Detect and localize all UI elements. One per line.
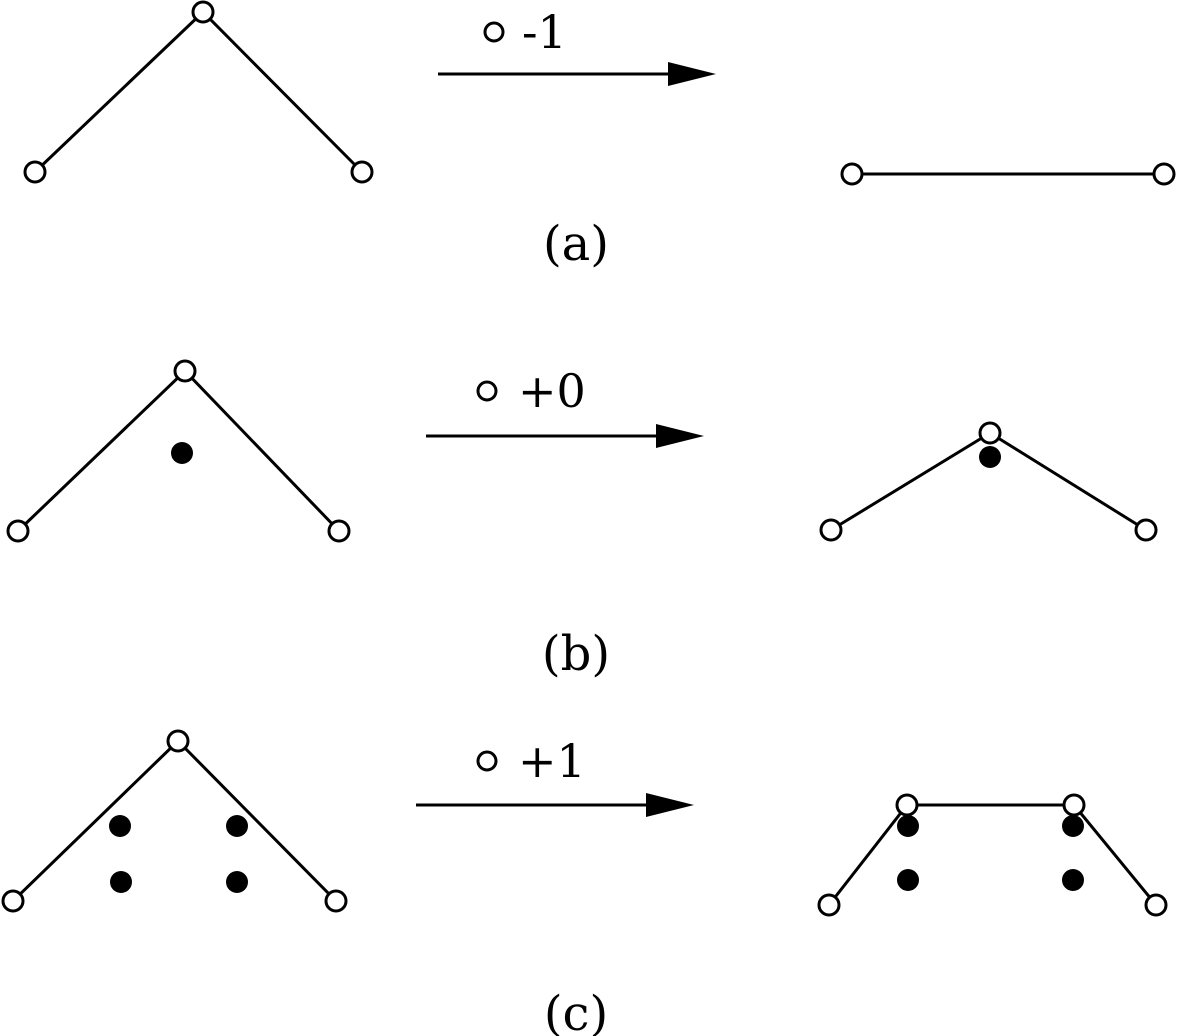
filled-node <box>109 815 131 837</box>
panel-a: -1 (a) <box>23 0 1176 272</box>
caption: (a) <box>543 216 609 272</box>
arrow-label: -1 <box>522 5 567 59</box>
arrow-head-icon <box>646 793 694 817</box>
tree-after <box>827 803 1158 906</box>
open-node-legend <box>476 380 498 402</box>
arrow-head-icon <box>656 424 704 448</box>
open-node <box>819 518 843 542</box>
open-node <box>840 162 864 186</box>
open-node <box>173 359 197 383</box>
arrow-head-icon <box>668 62 716 86</box>
open-node <box>166 729 190 753</box>
tree-before <box>11 738 338 903</box>
open-node-legend <box>483 21 505 43</box>
filled-node <box>171 442 193 464</box>
open-node <box>327 519 351 543</box>
open-node <box>1152 162 1176 186</box>
open-node <box>1144 893 1168 917</box>
open-node <box>895 793 919 817</box>
open-node <box>191 0 215 24</box>
open-node <box>23 160 47 184</box>
arrow-label: +1 <box>518 734 586 788</box>
open-node <box>1062 793 1086 817</box>
panel-b: +0 (b) <box>6 359 1158 682</box>
filled-node <box>897 815 919 837</box>
open-node <box>1 889 25 913</box>
tree-before <box>33 9 364 174</box>
filled-node <box>979 446 1001 468</box>
caption: (c) <box>544 986 608 1036</box>
open-node-legend <box>476 750 498 772</box>
filled-node <box>1062 815 1084 837</box>
filled-node <box>226 815 248 837</box>
filled-node <box>226 871 248 893</box>
caption: (b) <box>542 626 610 682</box>
open-node <box>350 160 374 184</box>
open-node <box>324 889 348 913</box>
filled-node <box>1062 869 1084 891</box>
filled-node <box>897 869 919 891</box>
open-node <box>978 421 1002 445</box>
open-node <box>817 893 841 917</box>
arrow-label: +0 <box>518 364 586 418</box>
open-node <box>1134 518 1158 542</box>
panel-c: +1 (c) <box>1 729 1168 1036</box>
filled-node <box>110 871 132 893</box>
open-node <box>6 519 30 543</box>
